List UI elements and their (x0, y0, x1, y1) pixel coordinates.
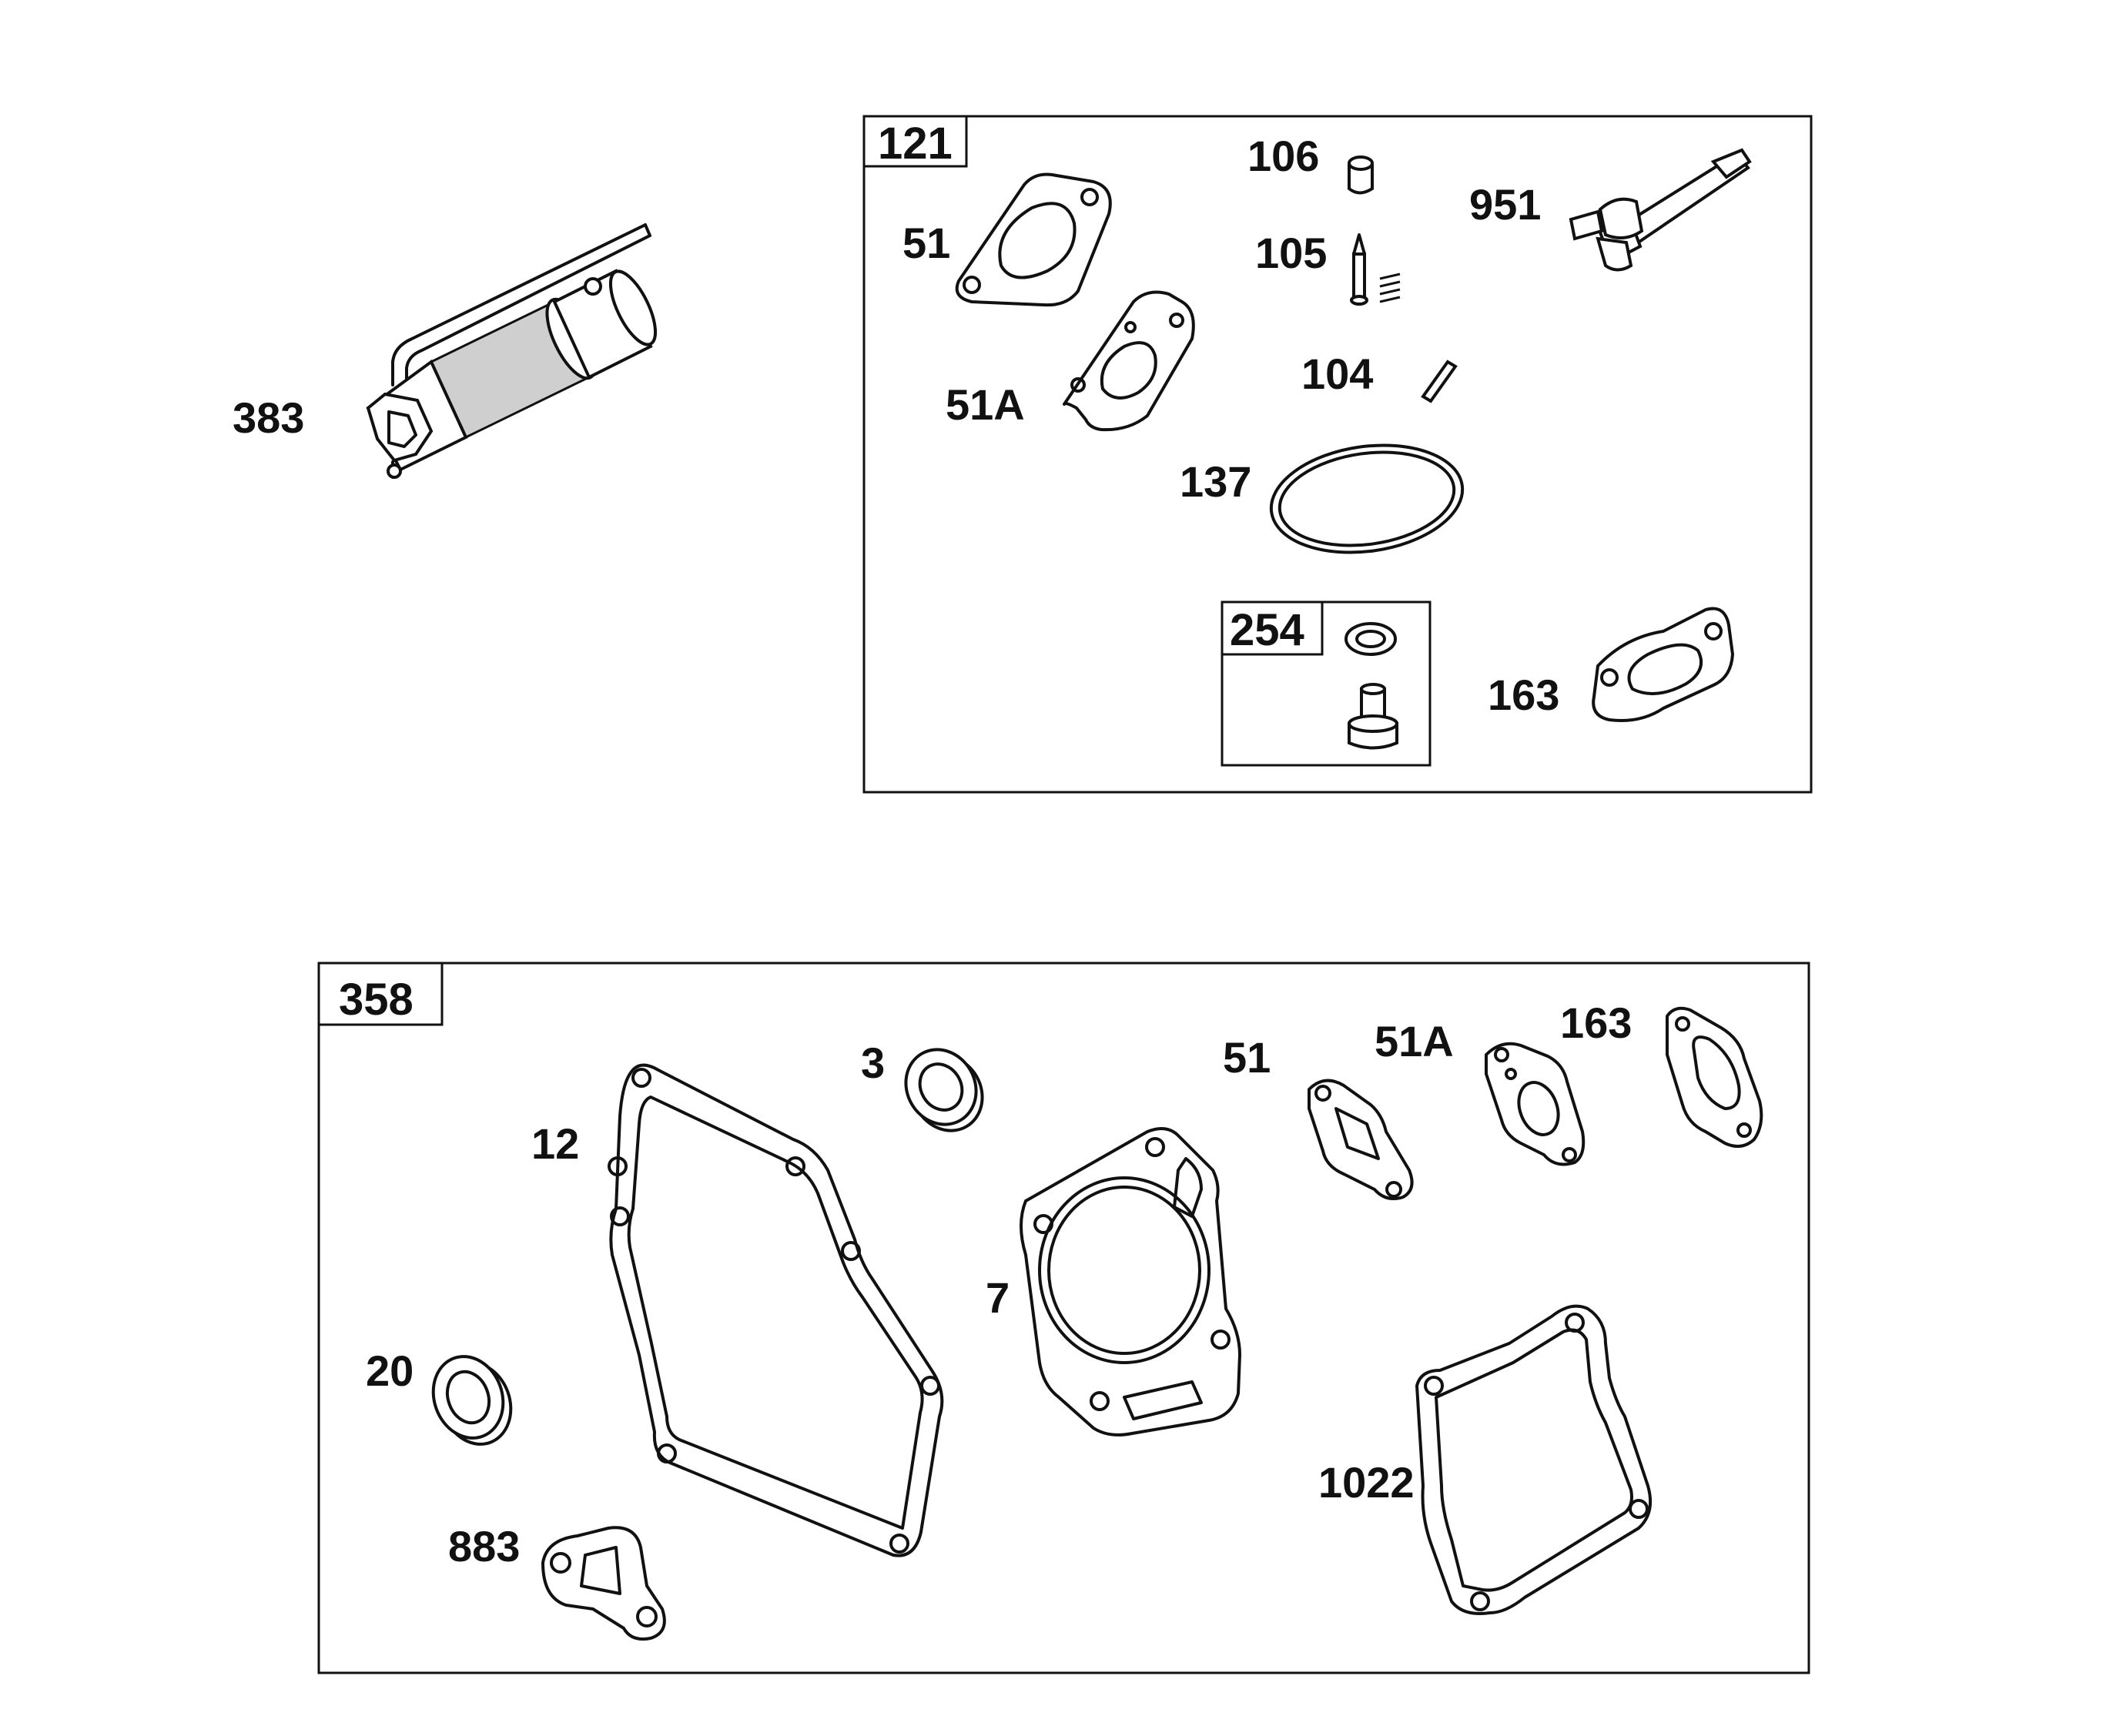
part-label-51-kit358: 51 (1223, 1033, 1271, 1082)
part-label-51: 51 (902, 219, 950, 267)
o-ring-icon (1269, 443, 1465, 554)
part-label-20: 20 (366, 1346, 414, 1395)
spark-plug-wrench-icon (366, 223, 658, 479)
part-label-883: 883 (448, 1522, 520, 1570)
gasket-icon (1063, 290, 1195, 432)
washer-icon (1344, 622, 1397, 656)
kit-label-254: 254 (1230, 605, 1304, 655)
crankcase-gasket-icon (608, 1063, 944, 1557)
float-needle-icon (1350, 233, 1401, 306)
valve-cover-gasket-icon (1415, 1304, 1652, 1615)
sub-kit-254-panel: 254 (1221, 600, 1432, 767)
bolt-icon (1348, 683, 1398, 750)
part-label-51A: 51A (946, 380, 1025, 429)
part-label-7: 7 (986, 1273, 1010, 1322)
part-label-951: 951 (1469, 180, 1541, 229)
part-label-383: 383 (233, 393, 304, 442)
fuel-shutoff-valve-icon (1569, 148, 1752, 272)
oil-seal-icon (431, 1355, 513, 1446)
kit-358-panel: 358 12 3 20 (317, 962, 1810, 1674)
gasket-icon (955, 172, 1112, 307)
part-label-104: 104 (1301, 350, 1373, 398)
part-label-106: 106 (1247, 132, 1319, 180)
kit-label-121: 121 (878, 119, 953, 169)
kit-label-358: 358 (339, 975, 414, 1025)
gasket-icon (1666, 1006, 1763, 1148)
gasket-icon (541, 1526, 666, 1641)
part-label-12: 12 (531, 1119, 579, 1168)
part-label-137: 137 (1180, 457, 1251, 506)
part-label-105: 105 (1255, 229, 1327, 277)
part-label-3: 3 (861, 1039, 885, 1087)
part-label-1022: 1022 (1318, 1458, 1415, 1507)
gasket-icon (1592, 607, 1734, 722)
cylinder-head-gasket-icon (1020, 1127, 1241, 1437)
gasket-icon (1485, 1042, 1586, 1166)
part-label-51A-kit358: 51A (1375, 1017, 1454, 1065)
part-label-163: 163 (1488, 671, 1559, 719)
gasket-icon (1308, 1079, 1414, 1200)
oil-seal-icon (904, 1048, 984, 1132)
needle-seat-icon (1348, 156, 1374, 195)
kit-121-panel: 121 51 51A 106 (862, 115, 1813, 794)
part-label-163-kit358: 163 (1560, 998, 1632, 1047)
float-hinge-pin-icon (1421, 360, 1458, 403)
